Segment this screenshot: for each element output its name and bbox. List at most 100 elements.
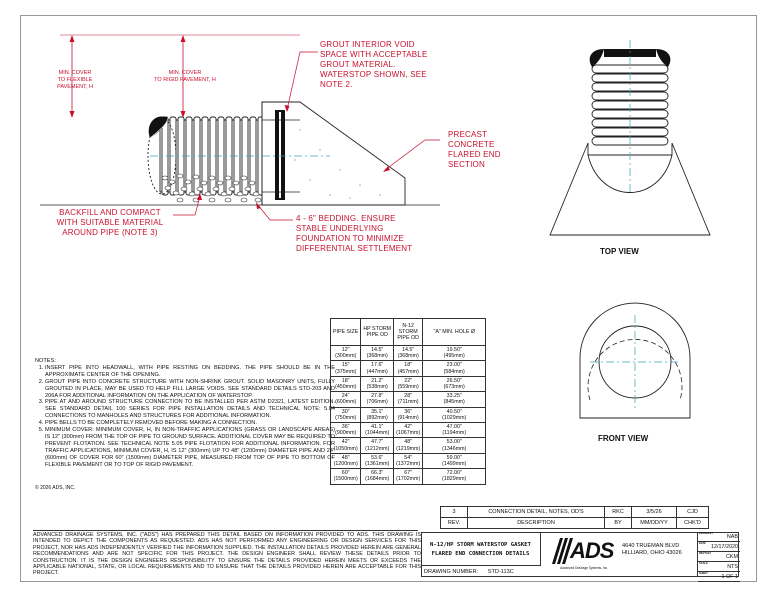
table-cell: 24" (600mm) xyxy=(329,391,362,408)
title-field-label: DRAWN BY xyxy=(699,532,714,535)
table-row: 60" (1500mm)66.3" (1684mm)67" (1702mm)72… xyxy=(329,468,487,485)
address-line-2: HILLIARD, OHIO 43026 xyxy=(622,550,682,556)
front-view-drawing xyxy=(579,302,691,419)
drawing-title-line2: FLARED END CONNECTION DETAILS xyxy=(431,551,530,557)
table-cell: 17.6" (447mm) xyxy=(360,360,395,377)
title-field-label: SHEET xyxy=(699,572,708,575)
rev-cell: RKC xyxy=(604,506,632,518)
ads-logo-subtitle: Advanced Drainage Systems, Inc. xyxy=(560,566,609,570)
table-cell: 42" (1067mm) xyxy=(393,422,424,439)
notes-title: NOTES: xyxy=(35,358,56,364)
top-view-drawing xyxy=(549,40,711,236)
section-view xyxy=(40,34,440,221)
table-cell: 26.50" (673mm) xyxy=(422,375,487,393)
table-header: HP STORM PIPE OD xyxy=(360,318,395,346)
table-cell: 18" (450mm) xyxy=(329,375,362,393)
table-cell: 36" (900mm) xyxy=(329,422,362,439)
table-cell: 42" (1050mm) xyxy=(329,437,362,454)
table-cell: 18" (457mm) xyxy=(393,360,424,377)
rev-cell: CONNECTION DETAIL, NOTES, OD'S xyxy=(467,506,605,518)
table-cell: 14.5" (368mm) xyxy=(393,344,424,362)
title-field: DRAWN BY NAB xyxy=(698,532,740,542)
table-row: 48" (1200mm)53.6" (1361mm)54" (1372mm)59… xyxy=(329,452,487,470)
table-cell: 35.1" (892mm) xyxy=(360,406,395,424)
revision-table: 3 CONNECTION DETAIL, NOTES, OD'S RKC 3/5… xyxy=(440,506,709,529)
title-field: SHEET 1 OF 1 xyxy=(698,572,740,582)
min-cover-rigid-label: MIN. COVER TO RIGID PAVEMENT, H xyxy=(154,70,216,83)
title-field-value: 1 OF 1 xyxy=(721,574,738,580)
table-cell: 33.25" (845mm) xyxy=(422,391,487,408)
table-row: 24" (600mm)27.8" (706mm)28" (711mm)33.25… xyxy=(329,391,487,408)
bedding-stones xyxy=(161,173,262,203)
front-view-title: FRONT VIEW xyxy=(598,434,649,443)
backfill-callout: BACKFILL AND COMPACT WITH SUITABLE MATER… xyxy=(56,208,164,237)
top-view-title: TOP VIEW xyxy=(600,247,639,256)
title-field-label: DATE xyxy=(699,542,706,545)
note-item: MINIMUM COVER: MINIMUM COVER, H, IN NON-… xyxy=(45,427,335,468)
title-field-label: SCALE xyxy=(699,562,708,565)
pipe-size-table: PIPE SIZE HP STORM PIPE OD N-12 STORM PI… xyxy=(329,318,487,485)
note-item: GROUT PIPE INTO CONCRETE STRUCTURE WITH … xyxy=(45,379,335,400)
table-cell: 48" (1219mm) xyxy=(393,437,424,454)
disclaimer-border xyxy=(33,530,418,531)
table-header: PIPE SIZE xyxy=(329,318,362,346)
table-row: 15" (375mm)17.6" (447mm)18" (457mm)23.00… xyxy=(329,360,487,377)
table-cell: 23.00" (584mm) xyxy=(422,360,487,377)
rev-header: DESCRIPTION xyxy=(467,517,605,529)
copyright: © 2026 ADS, INC. xyxy=(35,484,76,491)
revision-row: 3 CONNECTION DETAIL, NOTES, OD'S RKC 3/5… xyxy=(440,506,709,518)
rev-header: BY xyxy=(604,517,632,529)
title-field: SCALE NTS xyxy=(698,562,740,572)
note-item: INSERT PIPE INTO HEADWALL, WITH PIPE RES… xyxy=(45,365,335,379)
table-cell: 19.50" (495mm) xyxy=(422,344,487,362)
ads-logo-text: ADS xyxy=(570,538,614,563)
revision-header-row: REV. DESCRIPTION BY MM/DD/YY CHK'D xyxy=(440,517,709,529)
table-cell: 41.1" (1044mm) xyxy=(360,422,395,439)
rev-cell: 3/5/26 xyxy=(631,506,677,518)
table-cell: 48" (1200mm) xyxy=(329,452,362,470)
table-cell: 30" (750mm) xyxy=(329,406,362,424)
table-cell: 67" (1702mm) xyxy=(393,468,424,485)
drawing-number: STD-113C xyxy=(487,569,514,575)
note-item: PIPE AT AND AROUND STRUCTURE CONNECTION … xyxy=(45,399,335,420)
rev-header: REV. xyxy=(440,517,468,529)
title-field-value: CKM xyxy=(726,554,738,560)
waterstop-gasket xyxy=(148,116,169,139)
disclaimer: ADVANCED DRAINAGE SYSTEMS, INC. ("ADS") … xyxy=(33,532,421,576)
table-cell: 12" (300mm) xyxy=(329,344,362,362)
notes-list: INSERT PIPE INTO HEADWALL, WITH PIPE RES… xyxy=(35,365,335,469)
table-cell: 60" (1500mm) xyxy=(329,468,362,485)
title-field-label: REV'D BY xyxy=(699,552,712,555)
drawing-number-row: DRAWING NUMBER: STD-113C xyxy=(421,565,541,578)
title-field-value: NTS xyxy=(727,564,738,570)
rev-cell: CJD xyxy=(676,506,709,518)
ads-logo: ADS Advanced Drainage Systems, Inc. xyxy=(548,536,618,574)
table-row: 18" (450mm)21.2" (538mm)22" (559mm)26.50… xyxy=(329,375,487,393)
ads-logo-mark xyxy=(552,538,573,564)
drawing-title-cell: N-12/HP STORM WATERSTOP GASKET FLARED EN… xyxy=(421,532,541,565)
table-cell: 14.5" (368mm) xyxy=(360,344,395,362)
bedding-callout: 4 - 6" BEDDING. ENSURE STABLE UNDERLYING… xyxy=(296,214,413,253)
title-field: REV'D BY CKM xyxy=(698,552,740,562)
table-row: 12" (300mm)14.5" (368mm)14.5" (368mm)19.… xyxy=(329,344,487,362)
table-cell: 36" (914mm) xyxy=(393,406,424,424)
table-header: "A" MIN. HOLE Ø xyxy=(422,318,487,346)
title-block xyxy=(421,532,739,577)
table-cell: 15" (375mm) xyxy=(329,360,362,377)
table-cell: 53.00" (1346mm) xyxy=(422,437,487,454)
note-item: PIPE BELLS TO BE COMPLETELY REMOVED BEFO… xyxy=(45,420,335,427)
table-cell: 22" (559mm) xyxy=(393,375,424,393)
table-cell: 47.7" (1212mm) xyxy=(360,437,395,454)
drawing-title-line1: N-12/HP STORM WATERSTOP GASKET xyxy=(429,542,532,548)
precast-callout: PRECAST CONCRETE FLARED END SECTION xyxy=(448,130,501,169)
table-row: 42" (1050mm)47.7" (1212mm)48" (1219mm)53… xyxy=(329,437,487,454)
table-cell: 53.6" (1361mm) xyxy=(360,452,395,470)
rev-cell: 3 xyxy=(440,506,468,518)
table-cell: 28" (711mm) xyxy=(393,391,424,408)
title-field-value: NAB xyxy=(726,534,738,540)
table-cell: 66.3" (1684mm) xyxy=(360,468,395,485)
table-cell: 47.00" (1194mm) xyxy=(422,422,487,439)
table-header-row: PIPE SIZE HP STORM PIPE OD N-12 STORM PI… xyxy=(329,318,487,346)
